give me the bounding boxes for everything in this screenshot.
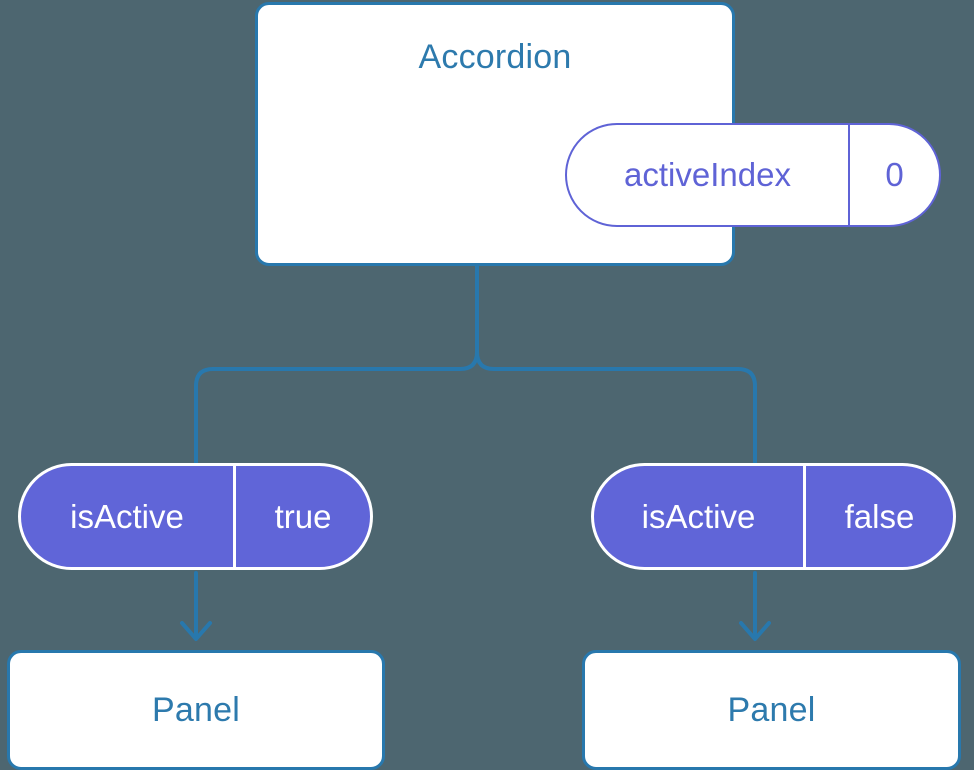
component-node-panel-right[interactable]: Panel — [582, 650, 961, 770]
component-title: Panel — [727, 691, 816, 729]
component-title: Panel — [152, 691, 240, 729]
component-title: Accordion — [418, 38, 572, 76]
prop-pill-is-active-true[interactable]: isActive true — [18, 463, 373, 570]
component-node-accordion[interactable]: Accordion activeIndex 0 — [255, 2, 941, 266]
connector-branch-right — [475, 350, 757, 465]
state-pill-active-index[interactable]: activeIndex 0 — [565, 123, 941, 227]
component-node-panel-left[interactable]: Panel — [7, 650, 385, 770]
prop-value-label: true — [274, 497, 332, 535]
state-value-label: 0 — [885, 156, 904, 193]
arrow-right-head-icon — [739, 621, 771, 641]
prop-pill-is-active-false[interactable]: isActive false — [591, 463, 956, 570]
prop-key-label: isActive — [594, 466, 806, 567]
arrow-left-head-icon — [180, 621, 212, 641]
prop-key-label: isActive — [21, 466, 236, 567]
connector-trunk — [194, 264, 479, 465]
prop-value-label: false — [844, 497, 915, 535]
state-key-label: activeIndex — [567, 125, 850, 225]
